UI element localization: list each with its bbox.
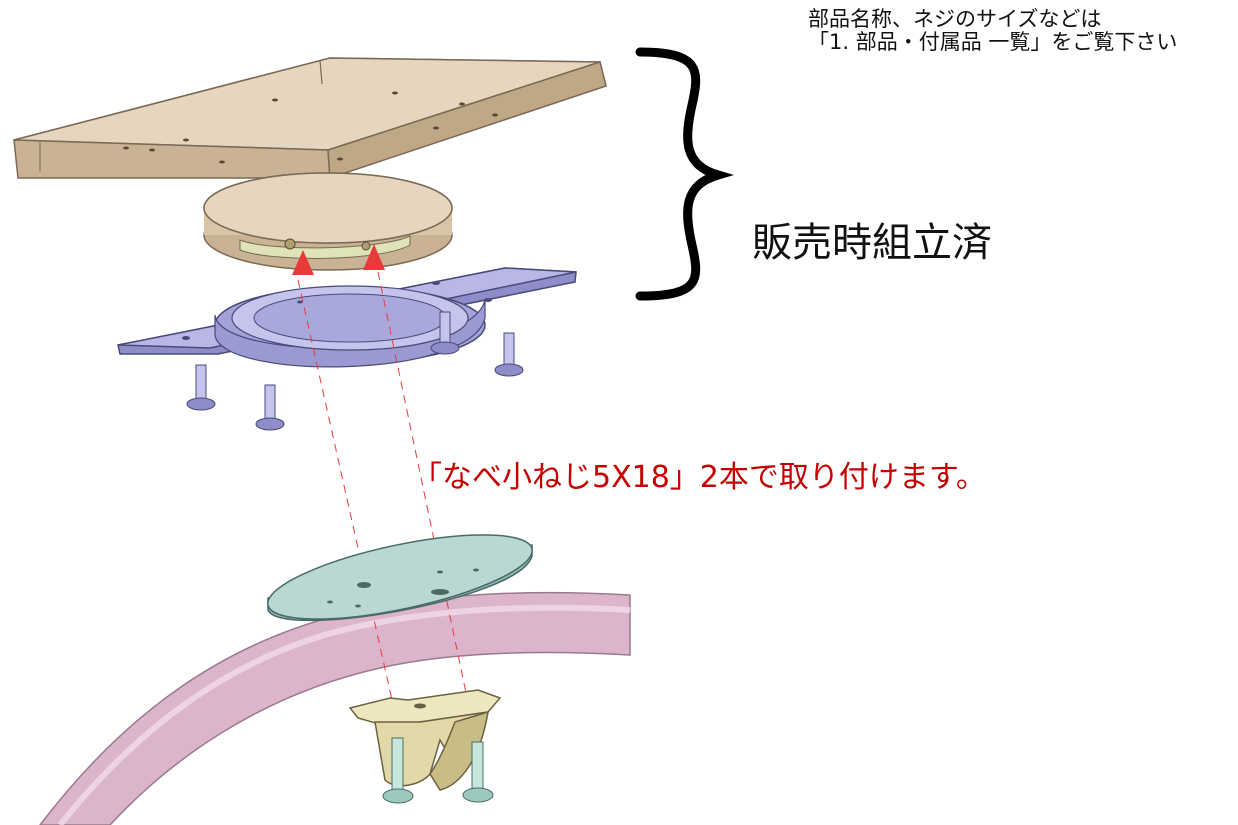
round-adapter-icon [203, 172, 453, 271]
assembly-group-brace [635, 47, 734, 301]
parts-reference-note: 部品名称、ネジのサイズなどは 「1. 部品・付属品 一覧」をご覧下さい [808, 8, 1177, 54]
screw-icon [186, 311, 524, 431]
insert-arrow-icon [292, 244, 385, 275]
wood-top-plate-icon [13, 57, 607, 180]
screw-instruction-label: 「なべ小ねじ5X18」2本で取り付けます。 [412, 460, 986, 495]
note-line-2: 「1. 部品・付属品 一覧」をご覧下さい [808, 30, 1178, 54]
screw-icon [382, 737, 494, 804]
note-line-1: 部品名称、ネジのサイズなどは [808, 7, 1102, 31]
clamp-disc-icon [267, 534, 533, 622]
preassembled-label: 販売時組立済 [752, 220, 992, 266]
alignment-line [297, 271, 471, 713]
base-flange-plate-icon [117, 267, 577, 368]
curved-tube-icon [39, 591, 631, 825]
